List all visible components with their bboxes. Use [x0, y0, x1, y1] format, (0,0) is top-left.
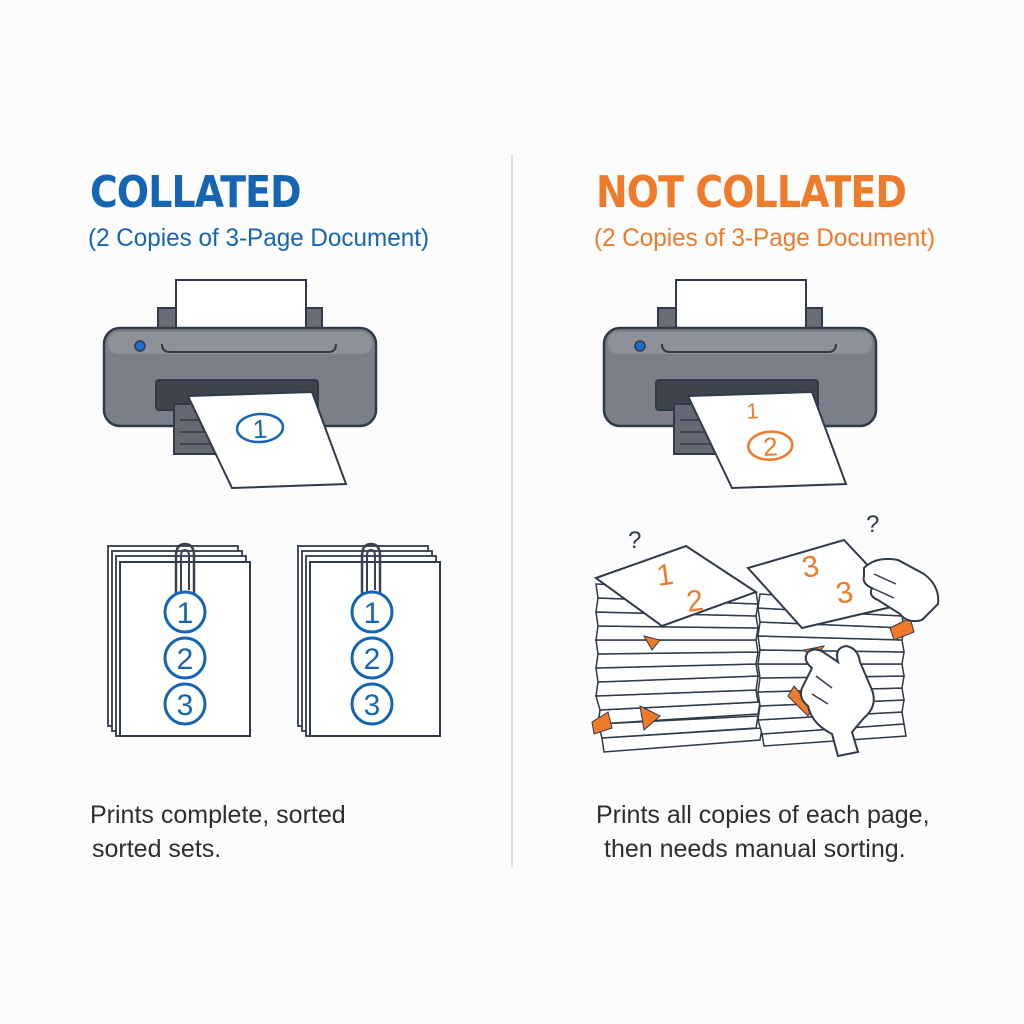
hand-icon: [799, 644, 875, 758]
collated-title: COLLATED: [90, 167, 302, 218]
printer-page-number: 1: [252, 414, 268, 445]
page-label: 2: [684, 584, 705, 619]
collated-caption: Prints complete, sorted sorted sets.: [90, 798, 346, 866]
hand-icon: [862, 558, 940, 623]
printer-icon: 1: [102, 279, 378, 490]
paperclip-icon: [174, 542, 196, 600]
caption-line: Prints complete, sorted: [90, 801, 346, 829]
printer-icon: 1 2: [602, 279, 878, 490]
caption-line: sorted sets.: [92, 835, 222, 863]
collated-illustration: 1 1 2 3: [102, 279, 441, 737]
page-label: 1: [654, 558, 675, 593]
printer-page-number-small: 1: [746, 398, 760, 424]
collated-set-1: 1 2 3: [107, 542, 251, 737]
page-number: 2: [364, 643, 381, 676]
not-collated-panel: 1 2 ? ? 1 2: [512, 0, 1024, 1024]
page-number: 3: [177, 689, 194, 722]
page-number: 1: [364, 597, 381, 630]
not-collated-title: NOT COLLATED: [596, 167, 907, 218]
not-collated-illustration: 1 2 ? ? 1 2: [591, 279, 940, 758]
question-mark: ?: [866, 511, 879, 538]
center-divider: [511, 155, 513, 867]
caption-line: Prints all copies of each page,: [596, 801, 930, 829]
collated-subtitle: (2 Copies of 3-Page Document): [88, 224, 430, 252]
page-label: 3: [799, 549, 821, 584]
page-number: 1: [177, 597, 194, 630]
question-mark: ?: [628, 527, 641, 554]
paperclip-icon: [360, 542, 382, 600]
not-collated-subtitle: (2 Copies of 3-Page Document): [594, 224, 936, 252]
unsorted-pile-1: 1 2: [591, 544, 763, 753]
page-number: 3: [364, 689, 381, 722]
collated-set-2: 1 2 3: [297, 542, 441, 737]
page-number: 2: [177, 643, 194, 676]
printer-page-number-circled: 2: [762, 431, 778, 462]
not-collated-caption: Prints all copies of each page, then nee…: [596, 798, 930, 866]
page-label: 3: [833, 575, 855, 610]
collated-panel: 1 1 2 3: [88, 167, 441, 866]
caption-line: then needs manual sorting.: [604, 835, 906, 863]
